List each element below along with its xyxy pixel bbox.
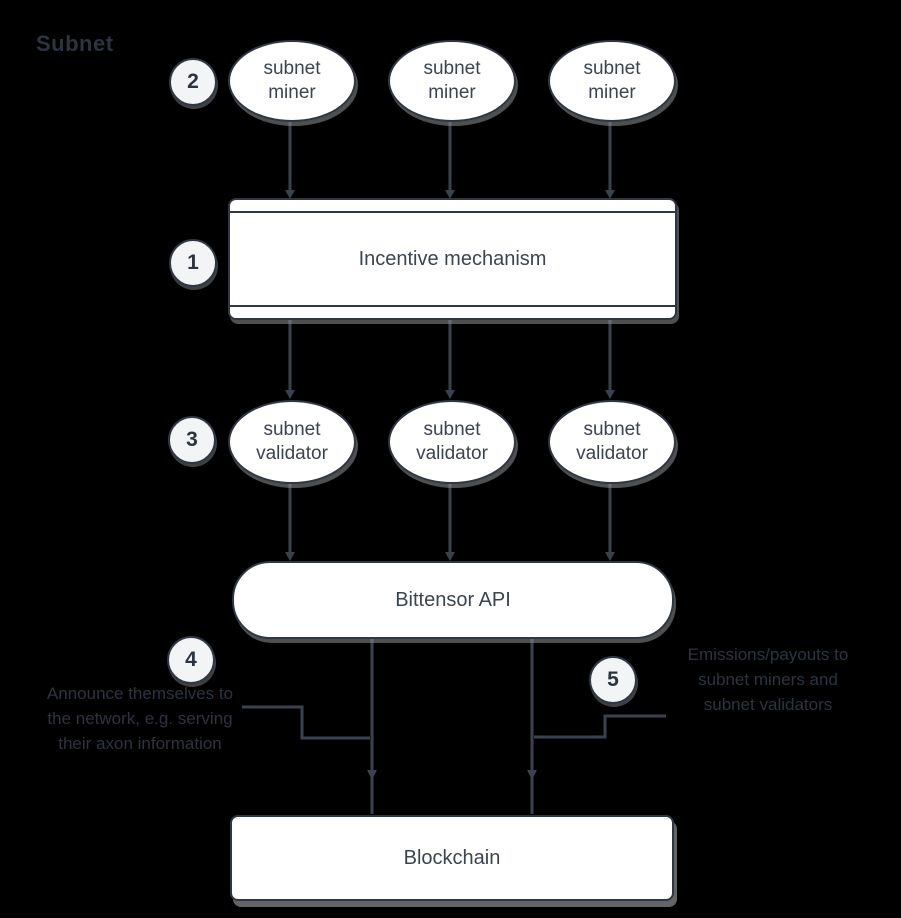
subnet-validator-1-label: subnet validator xyxy=(256,419,328,464)
callout-2: 2 xyxy=(169,58,217,106)
incentive-mechanism-label: Incentive mechanism xyxy=(358,247,547,270)
leader-line-callout4 xyxy=(242,705,370,740)
arrowhead xyxy=(605,190,615,199)
blockchain-label: Blockchain xyxy=(403,846,501,869)
callout-5: 5 xyxy=(589,656,637,704)
subnet-miner-1-label: subnet miner xyxy=(263,58,321,103)
node-subnet-validator-1: subnet validator xyxy=(228,400,356,484)
callout-5-number: 5 xyxy=(607,668,619,691)
leader-line-callout5 xyxy=(534,714,666,739)
arrowhead xyxy=(285,552,295,561)
process-divider-top xyxy=(230,211,675,213)
callout-1-number: 1 xyxy=(187,251,199,274)
node-subnet-miner-3: subnet miner xyxy=(548,40,676,122)
callout-2-number: 2 xyxy=(187,70,199,93)
node-blockchain: Blockchain xyxy=(230,815,674,901)
callout-1: 1 xyxy=(169,239,217,287)
process-divider-bottom xyxy=(230,305,675,307)
arrowhead xyxy=(285,190,295,199)
node-subnet-miner-2: subnet miner xyxy=(388,40,516,122)
arrowhead xyxy=(605,390,615,399)
subnet-miner-3-label: subnet miner xyxy=(583,58,641,103)
annotation-5-line-1: Emissions/payouts to xyxy=(687,645,849,664)
node-incentive-mechanism: Incentive mechanism xyxy=(228,198,677,320)
annotation-5-line-2: subnet miners and xyxy=(698,670,838,689)
arrowhead xyxy=(527,770,537,780)
arrowhead xyxy=(445,390,455,399)
callout-4: 4 xyxy=(167,636,215,684)
node-subnet-validator-3: subnet validator xyxy=(548,400,676,484)
node-bittensor-api: Bittensor API xyxy=(232,561,674,639)
arrowhead xyxy=(445,552,455,561)
callout-4-number: 4 xyxy=(185,648,197,671)
annotation-4-line-3: their axon information xyxy=(58,734,222,753)
annotation-callout-5: Emissions/payouts to subnet miners and s… xyxy=(666,642,870,717)
annotation-callout-4: Announce themselves to the network, e.g.… xyxy=(38,681,242,756)
diagram-title: Subnet xyxy=(36,31,114,56)
arrowhead xyxy=(367,770,377,780)
subnet-validator-3-label: subnet validator xyxy=(576,419,648,464)
subnet-miner-2-label: subnet miner xyxy=(423,58,481,103)
annotation-4-line-1: Announce themselves to xyxy=(46,684,234,703)
subnet-validator-2-label: subnet validator xyxy=(416,419,488,464)
arrowhead xyxy=(285,390,295,399)
arrowhead xyxy=(605,552,615,561)
node-subnet-validator-2: subnet validator xyxy=(388,400,516,484)
annotation-4-line-2: the network, e.g. serving xyxy=(47,709,233,728)
callout-3: 3 xyxy=(168,416,216,464)
bittensor-api-label: Bittensor API xyxy=(395,588,511,611)
node-subnet-miner-1: subnet miner xyxy=(228,40,356,122)
callout-3-number: 3 xyxy=(186,428,198,451)
arrowhead xyxy=(445,190,455,199)
annotation-5-line-3: subnet validators xyxy=(703,695,833,714)
